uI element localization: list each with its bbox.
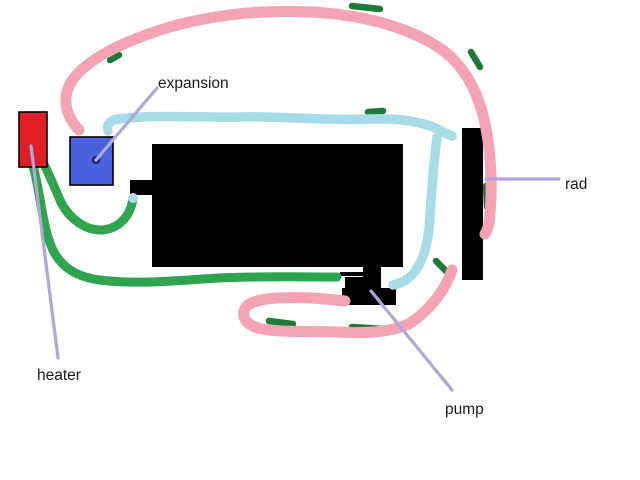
pump-mid-step xyxy=(345,277,364,290)
green-fleck xyxy=(265,317,297,328)
heater-feed-hose xyxy=(39,159,138,235)
green-fleck xyxy=(364,107,387,116)
heater-label: heater xyxy=(37,367,81,384)
heater-leader-line xyxy=(29,144,60,360)
pump-label: pump xyxy=(445,401,484,418)
heater-feed-hose-port-cap xyxy=(128,193,138,203)
rad-label: rad xyxy=(565,176,587,193)
annotation-labels: expansion rad heater pump xyxy=(37,75,587,418)
green-fleck xyxy=(348,2,384,13)
pump-leader-line xyxy=(369,289,454,392)
expansion-label: expansion xyxy=(158,75,229,92)
expansion-leader-line xyxy=(94,86,159,162)
green-fleck xyxy=(106,51,123,64)
expansion-tank xyxy=(69,136,114,186)
pump-housing xyxy=(342,288,396,305)
engine-block xyxy=(152,144,403,267)
water-pump-body xyxy=(340,265,396,305)
heater-return-hose xyxy=(28,161,342,287)
expansion-pump-hose xyxy=(388,133,442,290)
green-fleck xyxy=(467,48,484,71)
expansion-tank-hose xyxy=(102,111,457,141)
annotation-leaders xyxy=(29,86,561,392)
pump-inlet-pipe xyxy=(340,272,365,276)
engine-heater-port xyxy=(130,180,154,195)
top-radiator-hose xyxy=(60,5,497,240)
bottom-radiator-hose xyxy=(238,264,458,339)
pump-stem xyxy=(363,265,381,291)
radiator-core xyxy=(462,128,483,280)
